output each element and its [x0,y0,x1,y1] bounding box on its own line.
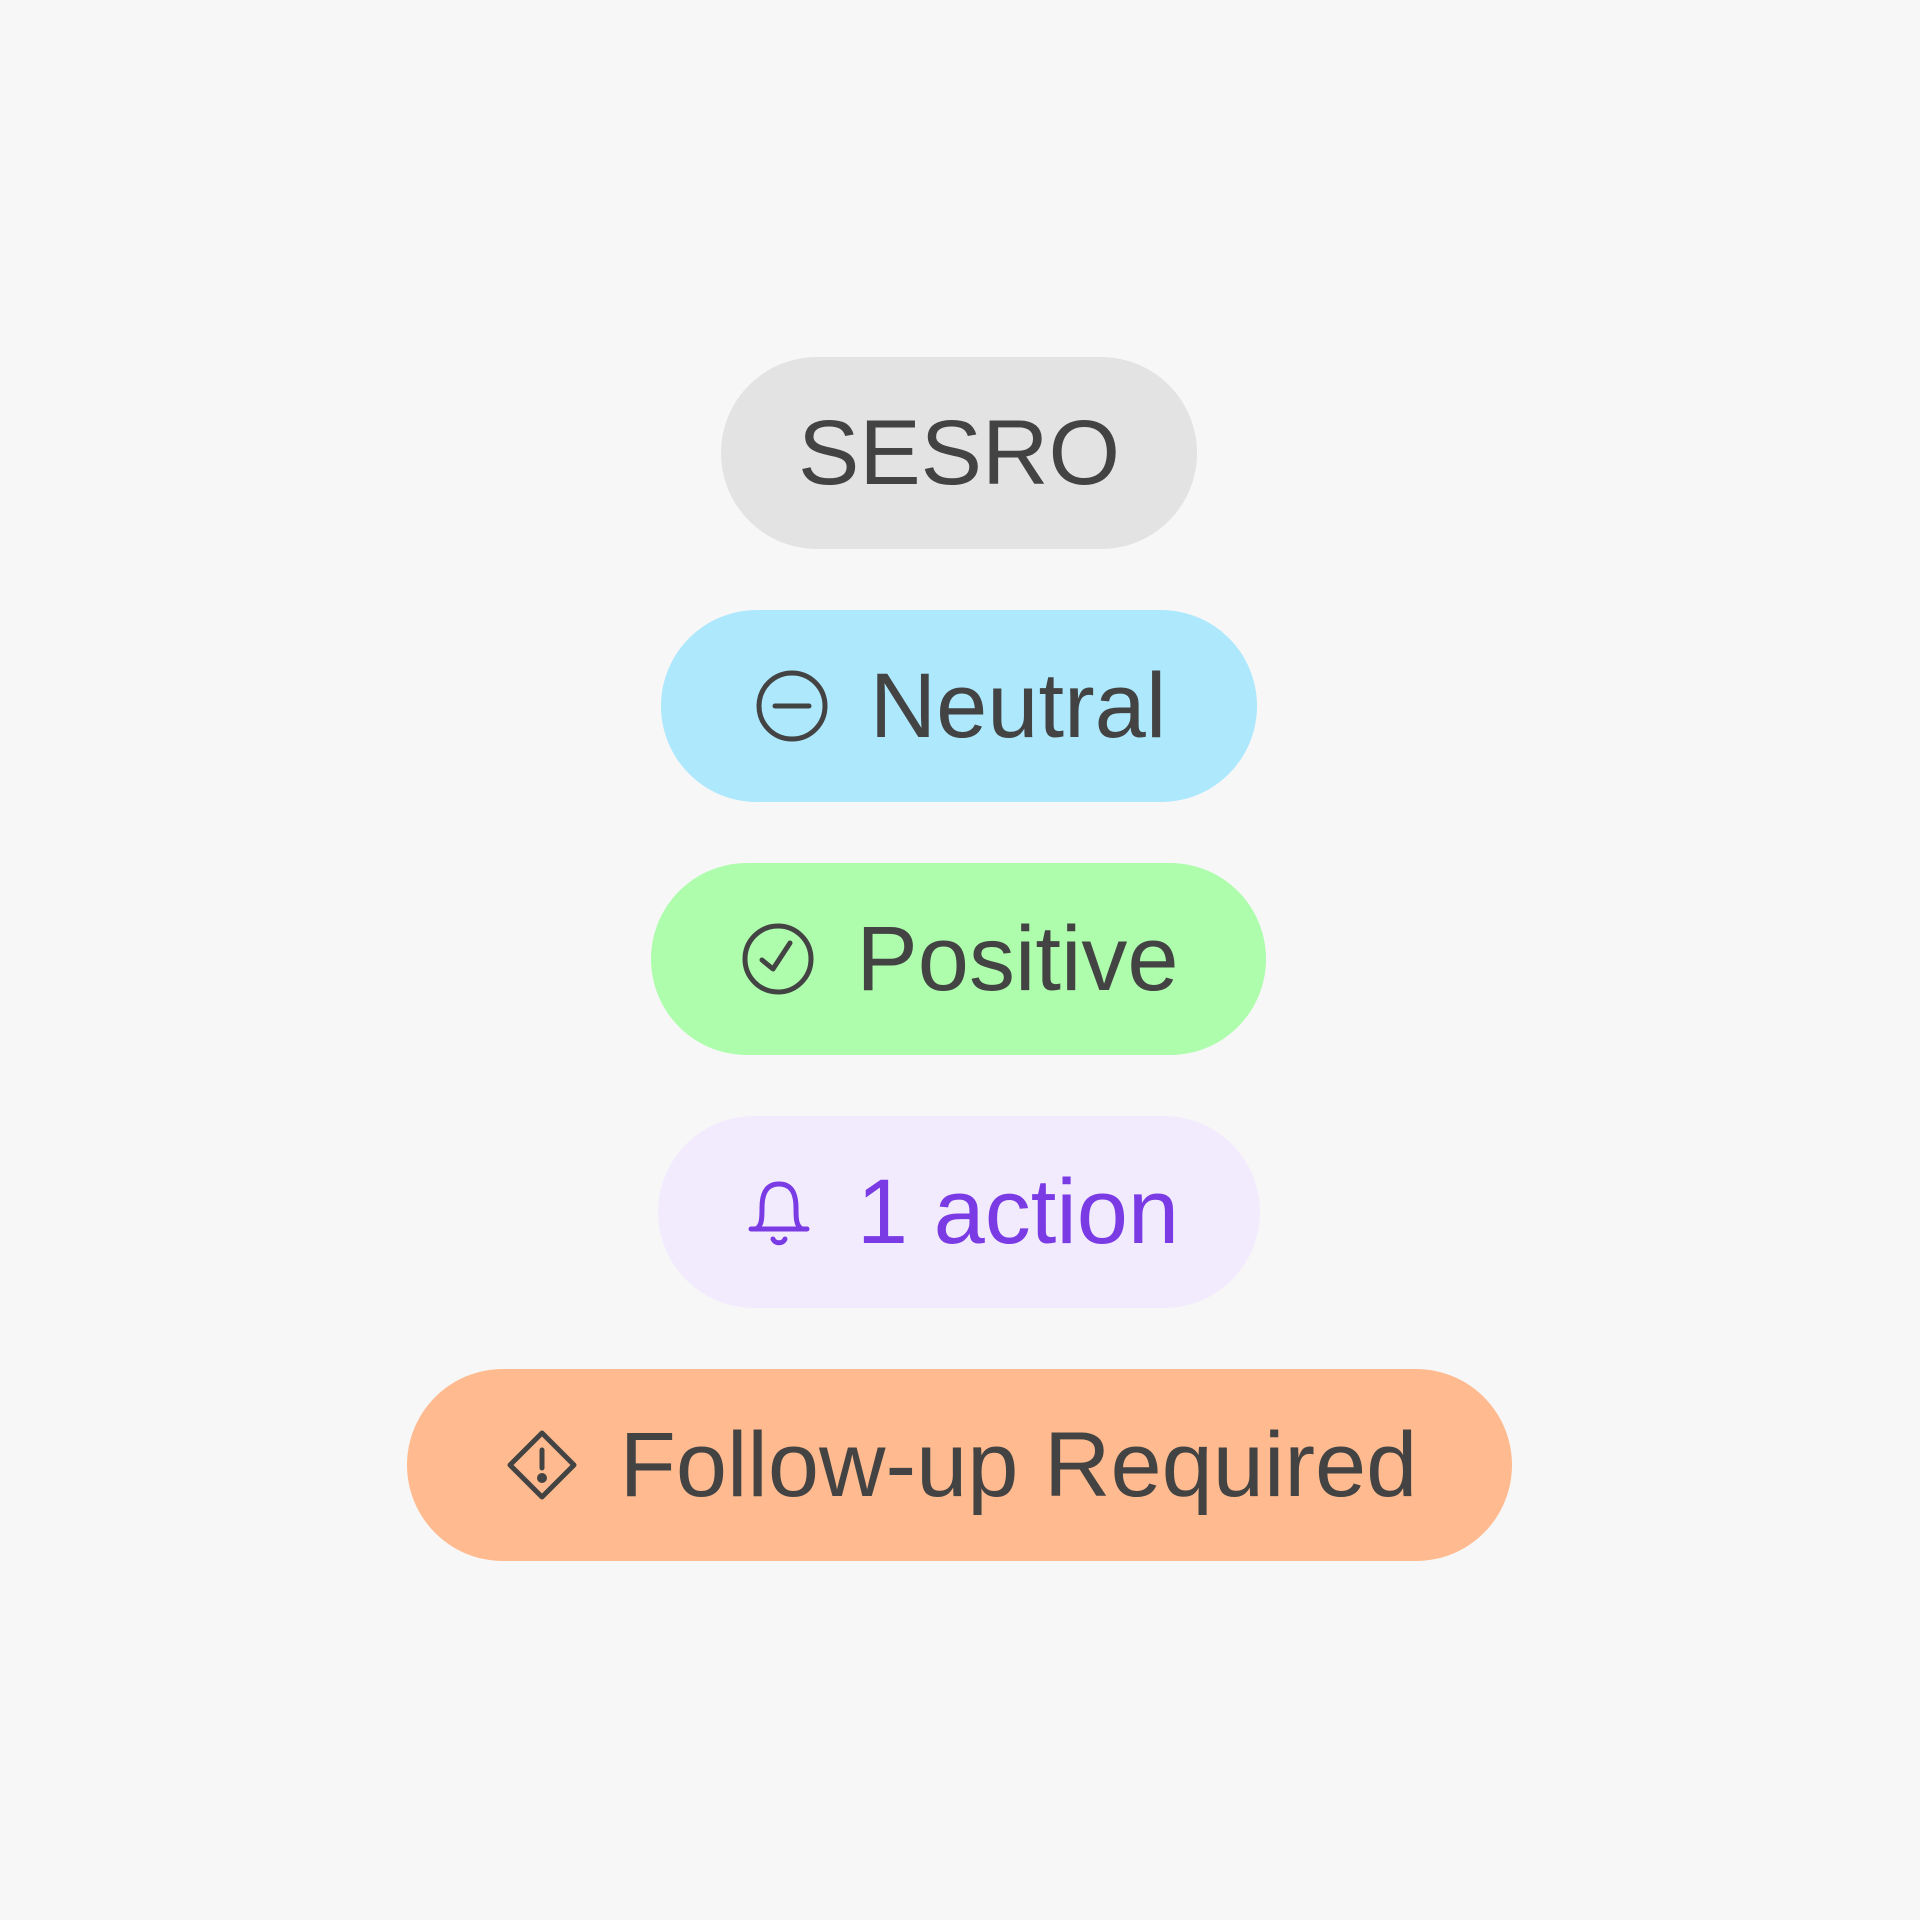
tag-followup-label: Follow-up Required [619,1414,1418,1516]
tag-sesro: SESRO [721,357,1197,549]
tag-followup: Follow-up Required [407,1369,1512,1561]
tag-action: 1 action [658,1116,1260,1308]
tag-action-label: 1 action [856,1161,1180,1263]
tag-neutral-label: Neutral [869,655,1167,757]
tag-positive: Positive [651,863,1266,1055]
tag-positive-label: Positive [856,908,1179,1010]
warning-diamond-icon [502,1425,582,1505]
tag-neutral: Neutral [661,610,1257,802]
bell-icon [739,1172,819,1252]
tag-sesro-label: SESRO [797,402,1121,504]
minus-circle-icon [752,666,832,746]
check-circle-icon [738,919,818,999]
